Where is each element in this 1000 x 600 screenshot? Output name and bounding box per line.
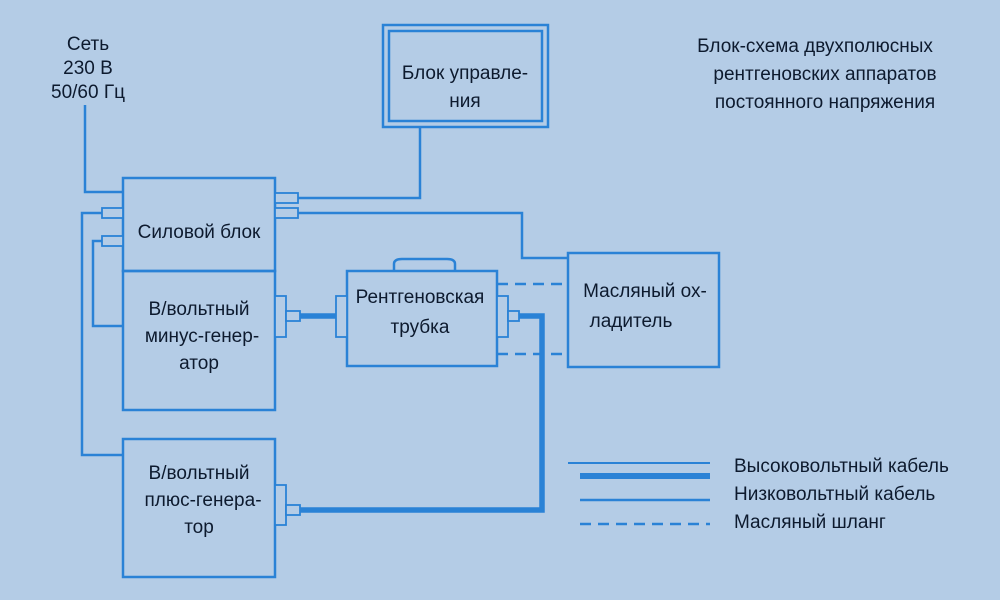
connector-plus-gen-hv xyxy=(274,484,287,526)
connector-power-control xyxy=(274,192,299,204)
xray-tube-block: Рентгеновская трубка xyxy=(345,257,499,368)
connector-tube-right-plug xyxy=(507,310,520,322)
legend-label-oil-hose: Масляный шланг xyxy=(734,512,886,533)
control-unit-label-line-1: Блок управле- xyxy=(402,63,528,84)
control-wire xyxy=(298,128,422,200)
mains-wire xyxy=(83,105,123,194)
minus-generator-label-line-2: минус-генер- xyxy=(145,326,259,347)
connectors xyxy=(101,192,520,526)
connector-minus-gen-hv-plug xyxy=(285,310,301,322)
plus-generator-block: В/вольтный плюс-генера- тор xyxy=(121,437,277,579)
oil-cooler-label-line-2: ладитель xyxy=(590,311,673,332)
legend-label-high-voltage: Высоковольтный кабель xyxy=(734,456,949,477)
minus-generator-label-line-1: В/вольтный xyxy=(149,299,250,320)
control-unit-label-line-2: ния xyxy=(449,91,480,112)
connector-power-minus-wire xyxy=(101,235,124,247)
power-unit-block: Силовой блок xyxy=(121,176,277,273)
plus-generator-label-line-1: В/вольтный xyxy=(149,463,250,484)
hv-cable-tube-to-plus xyxy=(300,313,545,513)
legend-label-low-voltage: Низковольтный кабель xyxy=(734,484,935,505)
plus-generator-label-line-3: тор xyxy=(184,517,214,538)
connector-plus-gen-hv-plug xyxy=(285,504,301,516)
cooler-wire xyxy=(298,211,568,260)
minus-generator-label-line-3: атор xyxy=(179,353,219,374)
legend: Высоковольтный кабель Низковольтный кабе… xyxy=(568,456,949,533)
minus-gen-wire xyxy=(91,239,123,328)
xray-tube-label-line-2: трубка xyxy=(391,317,450,338)
mains-label-line-3: 50/60 Гц xyxy=(51,82,125,103)
connector-tube-right xyxy=(496,295,509,338)
plus-gen-wire xyxy=(80,211,123,457)
diagram-title-line-3: постоянного напряжения xyxy=(715,92,935,113)
plus-generator-label-line-2: плюс-генера- xyxy=(144,490,261,511)
connector-power-cooler xyxy=(274,207,299,219)
minus-generator-block: В/вольтный минус-генер- атор xyxy=(121,269,277,412)
connector-minus-gen-hv xyxy=(274,295,287,338)
connector-tube-left xyxy=(335,295,348,338)
connector-power-plus-wire xyxy=(101,207,124,219)
mains-label-line-2: 230 В xyxy=(63,58,113,79)
control-unit-block: Блок управле- ния xyxy=(381,23,550,129)
diagram-title-line-2: рентгеновских аппаратов xyxy=(713,64,936,85)
mains-label-line-1: Сеть xyxy=(67,34,109,55)
oil-cooler-block: Масляный ох- ладитель xyxy=(566,251,721,369)
xray-tube-label-line-1: Рентгеновская xyxy=(356,287,485,308)
oil-cooler-label-line-1: Масляный ох- xyxy=(583,281,707,302)
xray-tube-cap xyxy=(392,257,457,271)
power-unit-label: Силовой блок xyxy=(138,222,261,243)
diagram-title-line-1: Блок-схема двухполюсных xyxy=(697,36,933,57)
